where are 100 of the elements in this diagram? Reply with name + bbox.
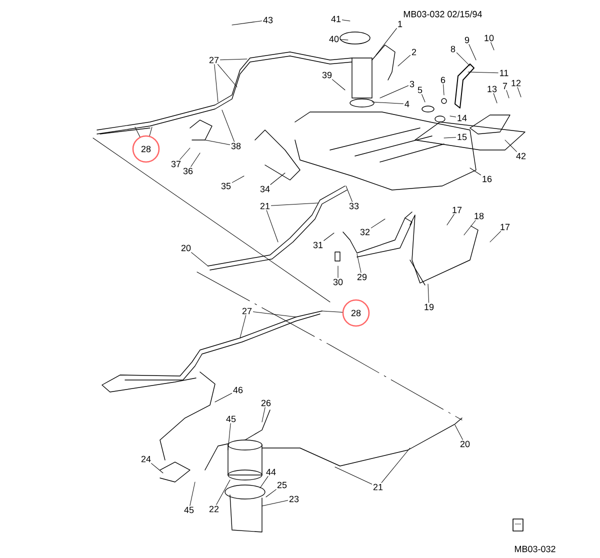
callout-number: 31	[313, 242, 323, 248]
leader-line	[493, 93, 498, 104]
callout-number: 45	[226, 416, 236, 422]
circled-callout-number: 28	[342, 299, 370, 327]
leader-line	[398, 55, 411, 66]
leader-line	[454, 424, 463, 440]
callout-number: 7	[502, 82, 508, 90]
leader-line	[456, 52, 470, 66]
callout-number: 41	[331, 16, 341, 22]
callout-number: 22	[209, 506, 219, 512]
callout-number: 46	[233, 386, 243, 394]
callout-number: 11	[500, 70, 508, 76]
callout-number: 30	[333, 278, 343, 286]
callout-number: 44	[266, 468, 276, 476]
leader-line	[506, 90, 510, 98]
callout-number: 6	[440, 76, 446, 84]
leader-line	[149, 126, 152, 136]
leader-line	[270, 172, 286, 185]
leader-line	[504, 140, 517, 152]
callout-number: 4	[404, 100, 410, 108]
callout-number: 8	[450, 46, 456, 52]
callout-number: 1	[398, 20, 402, 28]
leader-line	[380, 85, 409, 98]
leader-line	[266, 489, 276, 498]
callout-number: 45	[184, 506, 194, 514]
leader-line	[214, 64, 218, 102]
leader-line	[517, 87, 522, 98]
leader-line	[232, 176, 244, 183]
leader-line	[228, 423, 231, 450]
callout-number: 27	[242, 308, 252, 314]
callout-number: 42	[516, 152, 526, 160]
leader-line	[470, 168, 482, 176]
leader-line	[214, 393, 232, 402]
drawing-number: MB03-032	[514, 546, 556, 552]
leader-line	[266, 210, 278, 242]
leader-line	[376, 28, 397, 56]
leader-line	[191, 252, 208, 266]
leader-line	[232, 20, 262, 26]
callout-number: 17	[452, 206, 462, 214]
callout-number: 40	[329, 36, 339, 42]
callout-number: 12	[512, 80, 521, 86]
callout-number: 13	[488, 86, 497, 92]
leader-line	[190, 152, 200, 167]
callout-number: 29	[357, 274, 367, 280]
callout-number: 21	[260, 202, 270, 210]
leader-line	[324, 232, 334, 241]
leader-line	[464, 220, 476, 236]
leader-line	[342, 20, 350, 22]
leader-line	[370, 218, 386, 228]
leader-line	[346, 186, 352, 202]
circled-callout-number: 28	[132, 135, 160, 163]
leader-line	[151, 463, 164, 474]
callout-number: 36	[183, 168, 193, 174]
leader-line	[322, 310, 343, 312]
leader-line	[190, 482, 196, 506]
callout-number: 32	[360, 228, 370, 236]
callout-number: 21	[373, 484, 383, 490]
callout-number: 25	[277, 482, 287, 488]
leader-line	[422, 94, 426, 102]
leader-line	[216, 480, 230, 505]
leader-line	[240, 315, 246, 338]
callout-number: 18	[474, 212, 484, 220]
leader-line	[270, 202, 318, 206]
leader-line	[446, 214, 454, 226]
leader-line	[372, 102, 404, 104]
callout-number: 20	[460, 440, 470, 448]
leader-line	[134, 126, 140, 138]
callout-number: 3	[410, 80, 414, 88]
leader-line	[490, 231, 501, 242]
leader-line	[340, 39, 348, 40]
callout-number: 17	[500, 224, 510, 230]
callout-number: 38	[231, 142, 241, 150]
leader-line	[180, 148, 190, 160]
leader-line	[468, 72, 498, 74]
leader-line	[450, 116, 456, 118]
leader-line	[332, 79, 346, 90]
callout-number: 14	[458, 114, 467, 122]
leader-line	[252, 312, 296, 318]
leader-line	[262, 407, 266, 422]
drawing-number: MB03-032 02/15/94	[404, 10, 482, 18]
leader-line	[356, 254, 362, 273]
callout-number: 43	[263, 16, 273, 24]
leader-line	[260, 476, 268, 488]
callout-number: 35	[221, 182, 231, 190]
callout-number: 34	[260, 186, 270, 192]
callout-number: 26	[261, 400, 271, 406]
leader-line	[262, 500, 288, 506]
callout-number: 20	[181, 244, 191, 252]
callout-number: 19	[424, 304, 434, 310]
leader-line	[443, 84, 444, 96]
leader-line	[204, 140, 230, 146]
callout-number: 15	[458, 134, 467, 140]
callout-number: 16	[482, 176, 492, 182]
callout-number: 33	[349, 202, 359, 210]
leader-line	[222, 110, 235, 142]
callout-number: 23	[289, 496, 299, 502]
leader-line	[334, 466, 372, 484]
callout-number: 39	[322, 72, 332, 78]
leader-line	[381, 448, 410, 483]
leader-line	[444, 137, 456, 138]
